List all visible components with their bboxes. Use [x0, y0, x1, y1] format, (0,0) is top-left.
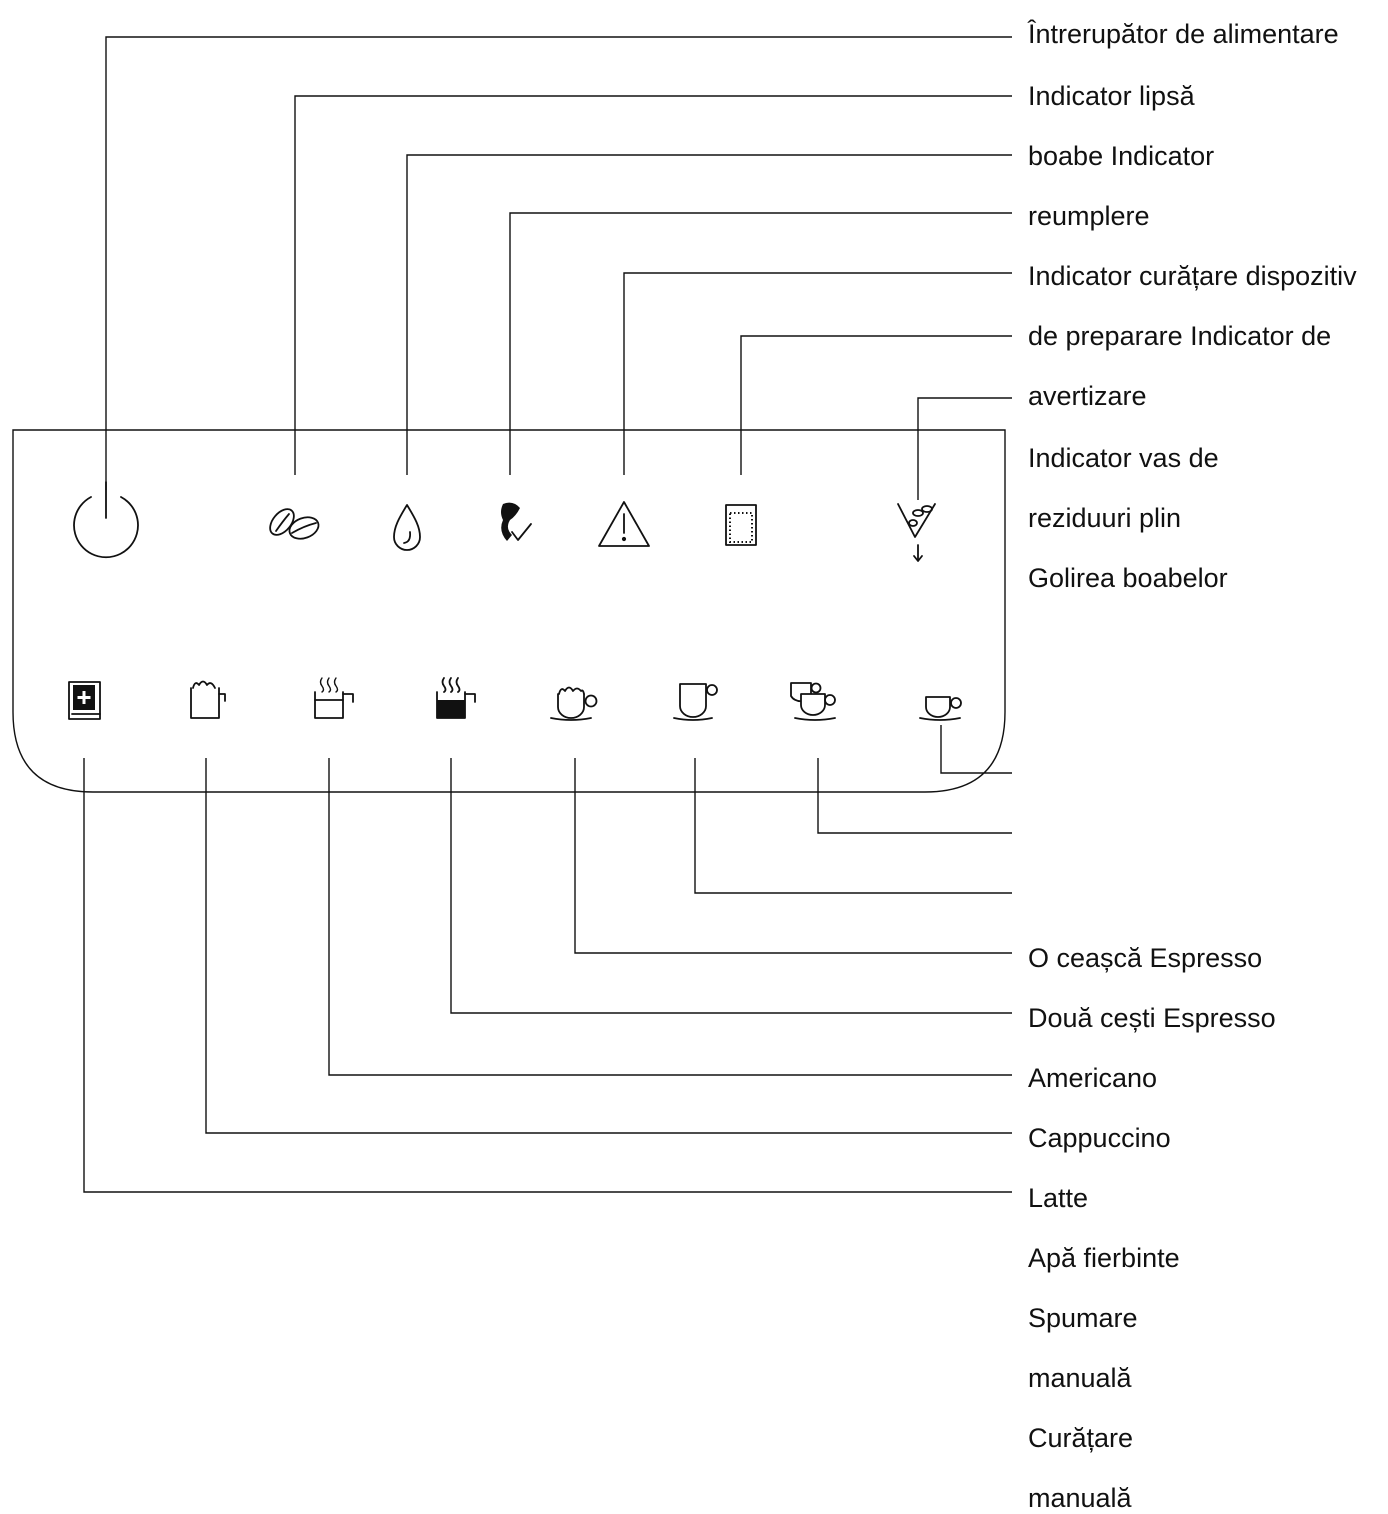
warning-icon — [598, 501, 650, 547]
cappuccino-icon[interactable] — [550, 686, 598, 721]
label-20: manuală — [1028, 1483, 1132, 1513]
bottom-leader-lines — [83, 725, 1012, 1193]
label-2: Indicator lipsă — [1028, 81, 1195, 111]
label-4: reumplere — [1028, 201, 1150, 231]
single-espresso-icon[interactable] — [919, 696, 962, 721]
label-12: Două cești Espresso — [1028, 1003, 1276, 1033]
waste-container-icon — [725, 504, 757, 546]
label-9: reziduuri plin — [1028, 503, 1182, 533]
power-icon[interactable] — [73, 481, 139, 559]
brew-unit-clean-icon — [501, 502, 532, 541]
label-5: Indicator curățare dispozitiv — [1028, 261, 1357, 291]
hot-water-icon[interactable] — [314, 677, 354, 719]
double-espresso-icon[interactable] — [790, 682, 836, 721]
empty-beans-icon — [897, 503, 936, 562]
label-10: Golirea boabelor — [1028, 563, 1228, 593]
label-8: Indicator vas de — [1028, 443, 1219, 473]
label-14: Cappuccino — [1028, 1123, 1171, 1153]
label-11: O ceașcă Espresso — [1028, 943, 1263, 973]
label-19: Curățare — [1028, 1423, 1134, 1453]
label-6: de preparare Indicator de — [1028, 321, 1332, 351]
latte-icon[interactable] — [436, 677, 476, 719]
water-drop-icon — [393, 504, 421, 551]
label-7: avertizare — [1028, 381, 1147, 411]
label-1: Întrerupător de alimentare — [1028, 19, 1339, 49]
label-18: manuală — [1028, 1363, 1132, 1393]
top-leader-lines — [105, 36, 1012, 500]
coffee-beans-icon — [269, 508, 320, 540]
label-16: Apă fierbinte — [1028, 1243, 1180, 1273]
manual-froth-icon[interactable] — [190, 680, 226, 719]
label-15: Latte — [1028, 1183, 1089, 1213]
label-13: Americano — [1028, 1063, 1158, 1093]
control-panel-outline — [12, 429, 1006, 793]
label-3: boabe Indicator — [1028, 141, 1215, 171]
americano-icon[interactable] — [673, 683, 718, 721]
manual-clean-icon[interactable] — [68, 681, 101, 720]
label-17: Spumare — [1028, 1303, 1138, 1333]
